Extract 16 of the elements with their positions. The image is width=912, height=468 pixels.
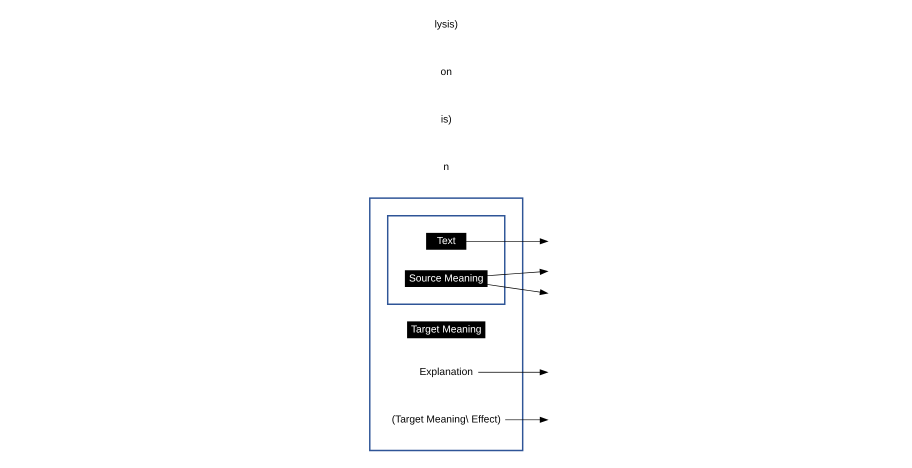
node-box: Target Meaning (407, 321, 486, 338)
node-text: Explanation (419, 366, 473, 378)
node-box: Text (426, 232, 466, 250)
node-text: (Target Meaning\ Effect) (392, 414, 501, 426)
cluster (369, 197, 524, 452)
arrow (466, 238, 549, 244)
node-box: Source Meaning (404, 270, 488, 288)
label: is) (440, 114, 452, 126)
label: on (440, 67, 452, 78)
arrow (478, 369, 549, 376)
arrow (486, 284, 549, 296)
label: n (443, 162, 450, 174)
arrow (486, 268, 549, 276)
label: lysis) (434, 19, 458, 30)
cluster (386, 214, 506, 305)
arrow (504, 416, 549, 423)
